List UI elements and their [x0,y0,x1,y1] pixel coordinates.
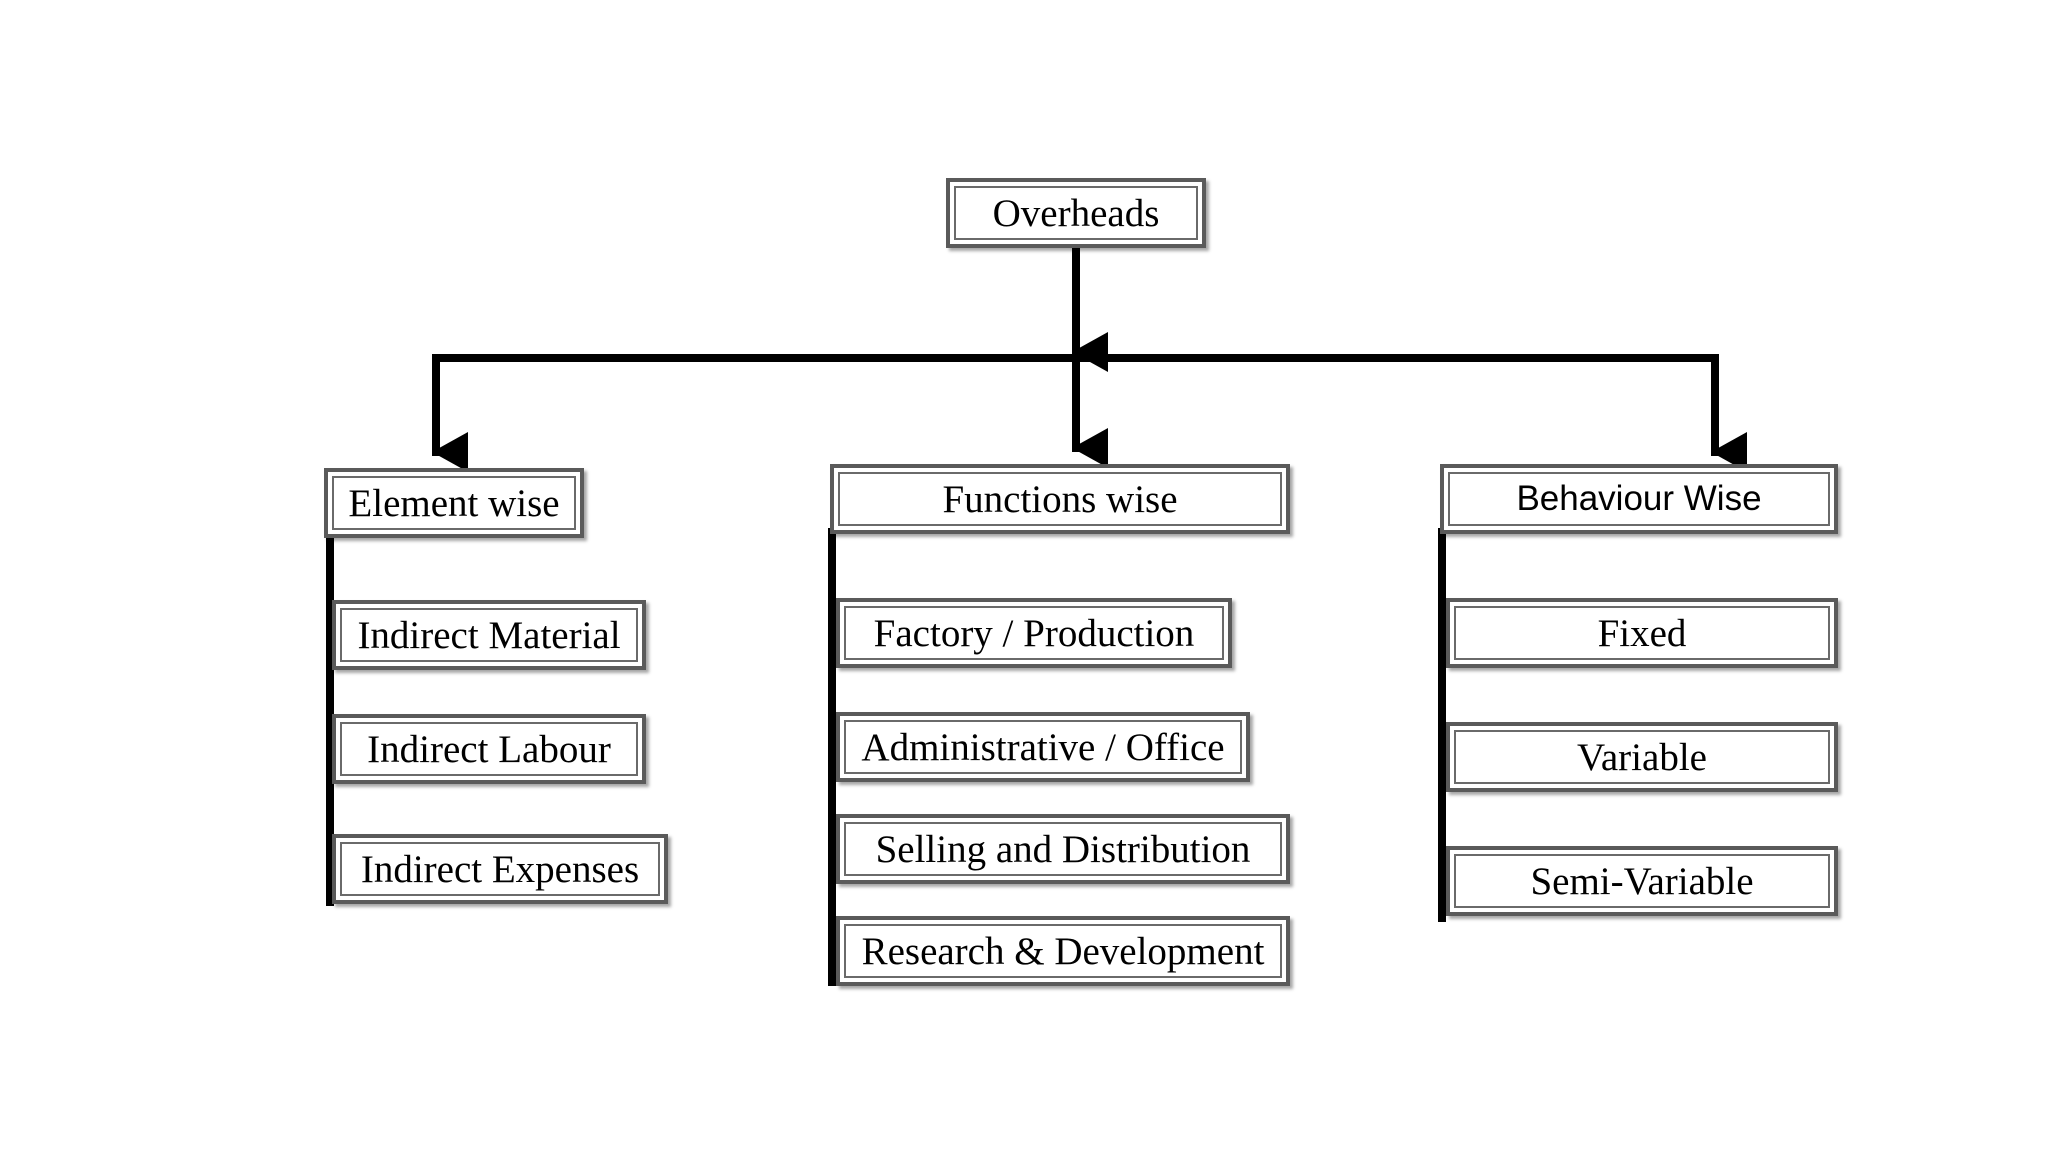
item-administrative-office: Administrative / Office [836,712,1250,782]
item-label: Indirect Material [340,608,638,662]
item-label: Indirect Expenses [340,842,660,896]
root-label: Overheads [954,186,1198,240]
item-label: Selling and Distribution [844,822,1282,876]
branch-label: Behaviour Wise [1448,472,1830,526]
root-node-overheads: Overheads [946,178,1206,248]
item-indirect-labour: Indirect Labour [332,714,646,784]
item-selling-and-distribution: Selling and Distribution [836,814,1290,884]
item-variable: Variable [1446,722,1838,792]
branch-node-functions-wise: Functions wise [830,464,1290,534]
item-semi-variable: Semi-Variable [1446,846,1838,916]
item-label: Administrative / Office [844,720,1242,774]
item-label: Variable [1454,730,1830,784]
item-label: Fixed [1454,606,1830,660]
branch-node-behaviour-wise: Behaviour Wise [1440,464,1838,534]
item-label: Factory / Production [844,606,1224,660]
item-label: Semi-Variable [1454,854,1830,908]
item-indirect-expenses: Indirect Expenses [332,834,668,904]
item-indirect-material: Indirect Material [332,600,646,670]
branch-node-element-wise: Element wise [324,468,584,538]
item-fixed: Fixed [1446,598,1838,668]
item-label: Indirect Labour [340,722,638,776]
branch-label: Functions wise [838,472,1282,526]
item-factory-production: Factory / Production [836,598,1232,668]
branch-label: Element wise [332,476,576,530]
item-research-and-development: Research & Development [836,916,1290,986]
item-label: Research & Development [844,924,1282,978]
